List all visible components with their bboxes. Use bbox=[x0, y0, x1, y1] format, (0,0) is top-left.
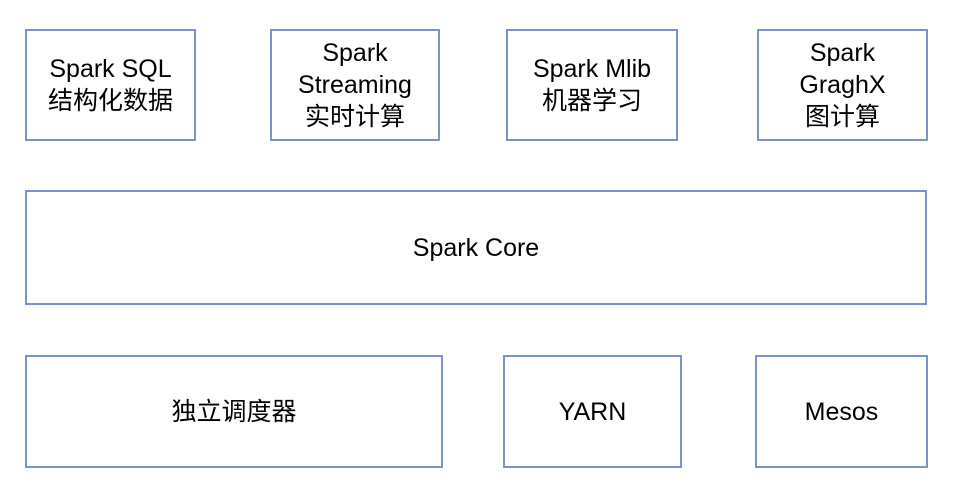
spark-sql-box: Spark SQL 结构化数据 bbox=[25, 29, 196, 141]
spark-streaming-label-line1: Spark bbox=[322, 39, 388, 67]
spark-sql-sublabel: 结构化数据 bbox=[47, 87, 173, 115]
spark-graghx-sublabel: 图计算 bbox=[804, 103, 880, 131]
spark-streaming-sublabel: 实时计算 bbox=[304, 103, 405, 131]
spark-graghx-label-line2: GraghX bbox=[799, 71, 886, 99]
spark-graghx-box: Spark GraghX 图计算 bbox=[757, 29, 928, 141]
spark-mlib-sublabel: 机器学习 bbox=[541, 87, 642, 115]
spark-core-label: Spark Core bbox=[412, 233, 540, 262]
standalone-scheduler-box: 独立调度器 bbox=[25, 355, 443, 468]
spark-graghx-label-line1: Spark bbox=[809, 39, 876, 67]
standalone-scheduler-label: 独立调度器 bbox=[171, 397, 297, 426]
yarn-label: YARN bbox=[558, 397, 627, 426]
spark-mlib-label: Spark Mlib bbox=[532, 55, 652, 83]
spark-streaming-box: Spark Streaming 实时计算 bbox=[270, 29, 440, 141]
mesos-box: Mesos bbox=[755, 355, 928, 468]
spark-streaming-label-line2: Streaming bbox=[298, 71, 412, 99]
spark-sql-label: Spark SQL bbox=[49, 55, 172, 83]
yarn-box: YARN bbox=[503, 355, 682, 468]
spark-core-box: Spark Core bbox=[25, 190, 927, 305]
mesos-label: Mesos bbox=[804, 397, 879, 426]
spark-mlib-box: Spark Mlib 机器学习 bbox=[506, 29, 678, 141]
